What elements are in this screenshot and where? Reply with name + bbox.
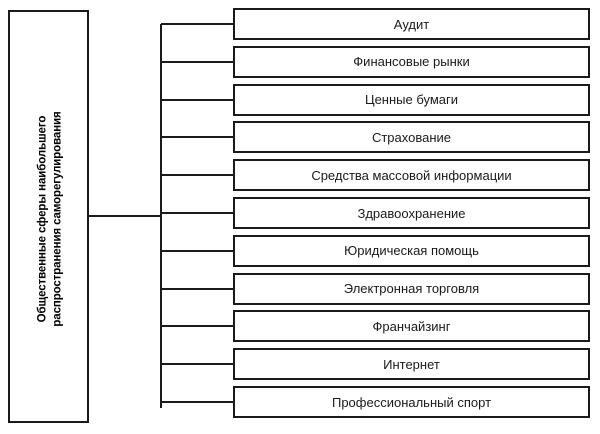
- leaf-node-label: Франчайзинг: [372, 318, 451, 334]
- leaf-connector-stub: [161, 60, 234, 63]
- leaf-connector-stub: [161, 136, 234, 139]
- leaf-node-box[interactable]: Аудит: [233, 8, 590, 40]
- leaf-node-label: Средства массовой информации: [311, 167, 512, 183]
- leaf-node-label: Ценные бумаги: [364, 92, 459, 108]
- leaf-connector-stub: [161, 325, 234, 328]
- leaf-connector-stub: [161, 23, 234, 25]
- root-node-label-line-2: распространения саморегулирования: [51, 110, 64, 327]
- leaf-connector-stub: [161, 363, 234, 366]
- trunk-vertical-line: [160, 24, 162, 408]
- root-trunk-horizontal-line: [89, 215, 162, 217]
- leaf-connector-stub: [161, 287, 234, 290]
- root-node-box[interactable]: Общественные сферы наибольшего распростр…: [8, 10, 89, 423]
- leaf-node-box[interactable]: Финансовые рынки: [233, 45, 590, 78]
- root-node-label-line-1: Общественные сферы наибольшего: [36, 115, 49, 322]
- leaf-node-box[interactable]: Здравоохранение: [233, 197, 590, 229]
- leaf-connector-stub: [161, 212, 234, 214]
- leaf-node-label: Интернет: [383, 356, 440, 372]
- leaf-node-label: Финансовые рынки: [353, 54, 470, 70]
- leaf-node-box[interactable]: Интернет: [233, 348, 590, 381]
- leaf-node-label: Профессиональный спорт: [331, 394, 492, 410]
- leaf-connector-stub: [161, 174, 234, 177]
- leaf-node-box[interactable]: Франчайзинг: [233, 310, 590, 343]
- leaf-node-label: Электронная торговля: [343, 281, 480, 297]
- leaf-node-label: Здравоохранение: [357, 205, 466, 221]
- leaf-node-box[interactable]: Электронная торговля: [233, 272, 590, 305]
- leaf-node-box[interactable]: Ценные бумаги: [233, 83, 590, 116]
- leaf-node-label: Аудит: [393, 16, 430, 32]
- leaf-node-box[interactable]: Средства массовой информации: [233, 159, 590, 192]
- leaf-node-box[interactable]: Юридическая помощь: [233, 234, 590, 267]
- leaf-node-box[interactable]: Профессиональный спорт: [233, 386, 590, 418]
- root-node-label: Общественные сферы наибольшего распростр…: [36, 111, 66, 326]
- root-node-text-wrapper: Общественные сферы наибольшего распростр…: [10, 12, 91, 425]
- leaf-connector-stub: [161, 401, 234, 403]
- leaf-connector-stub: [161, 98, 234, 101]
- leaf-node-label: Юридическая помощь: [344, 243, 479, 259]
- leaf-node-box[interactable]: Страхование: [233, 121, 590, 154]
- leaf-connector-stub: [161, 249, 234, 252]
- leaf-node-label: Страхование: [371, 129, 452, 145]
